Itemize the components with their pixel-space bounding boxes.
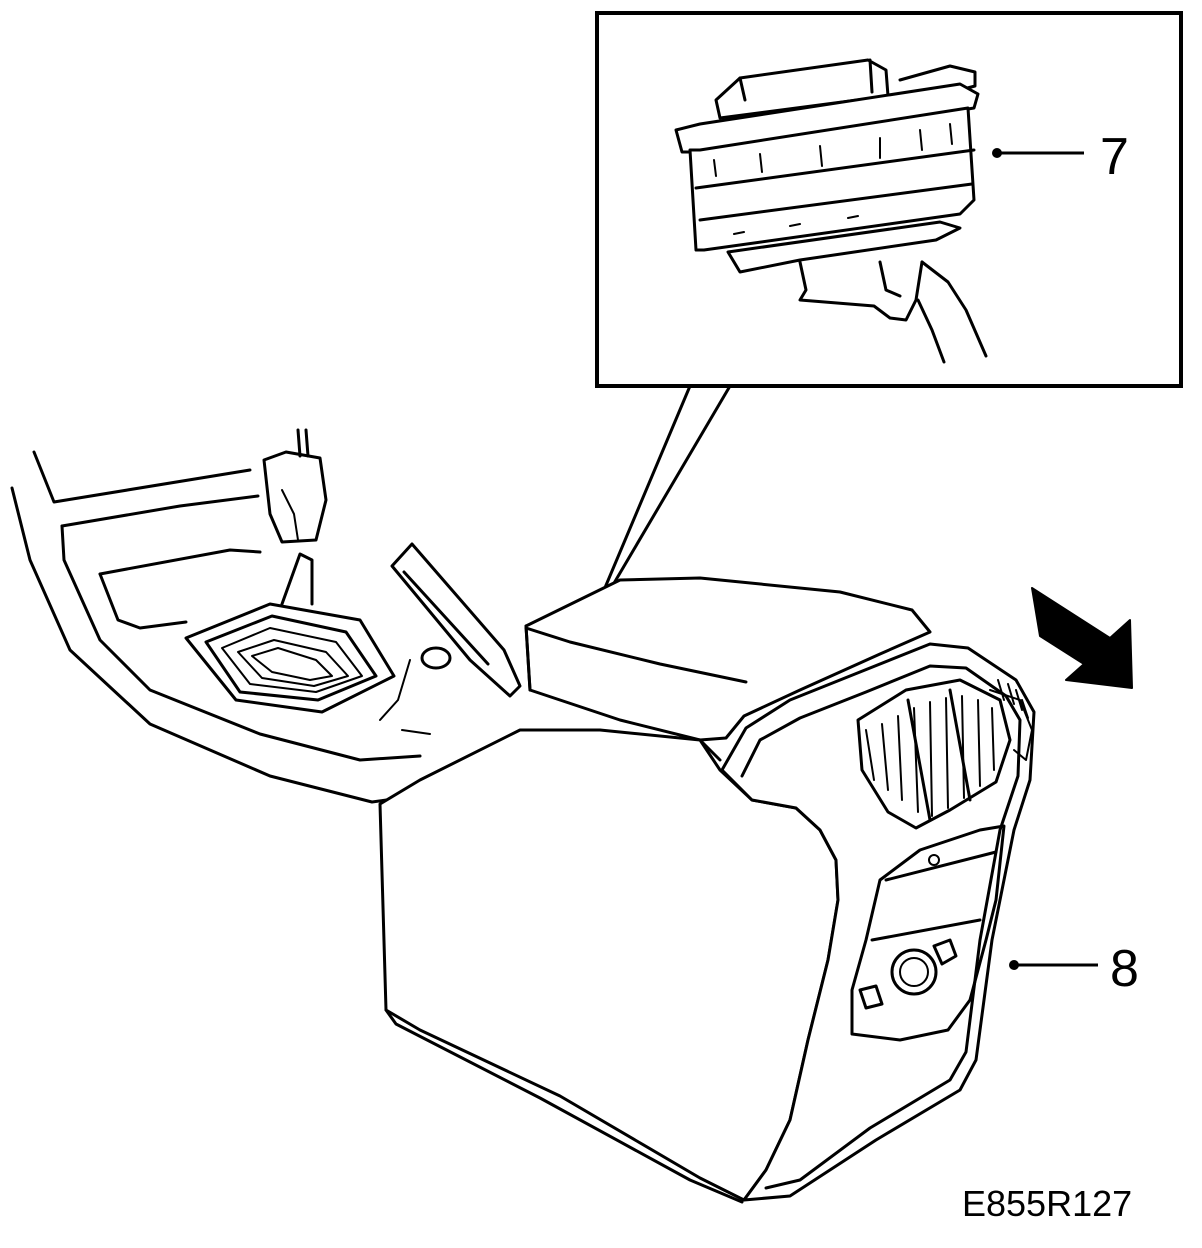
front-console (10, 428, 522, 804)
air-vent-right (989, 679, 1033, 761)
view-direction-arrow (1031, 587, 1133, 689)
detail-inset: 7 (595, 11, 1183, 388)
air-vent-left (856, 678, 1012, 830)
figure-code: E855R127 (962, 1183, 1132, 1224)
switch-illustration (674, 58, 1084, 364)
rear-console (378, 576, 1098, 1204)
control-panel (850, 824, 1006, 1042)
callout-8-label: 8 (1110, 940, 1139, 998)
callout-7-label: 7 (1100, 128, 1129, 186)
